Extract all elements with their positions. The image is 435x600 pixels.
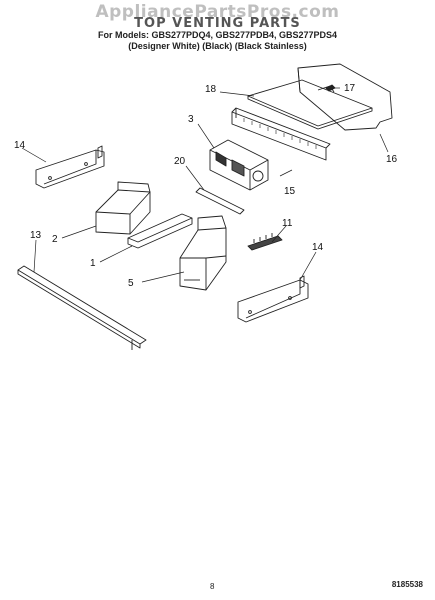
variants-line: (Designer White) (Black) (Black Stainles… <box>128 41 307 51</box>
callout-11: 11 <box>282 218 293 229</box>
page-number: 8 <box>210 582 215 591</box>
part-13-long-bar <box>17 265 147 350</box>
page-title: TOP VENTING PARTS <box>134 16 301 31</box>
watermark-text: AppliancePartsPros.com <box>95 2 340 22</box>
callout-18: 18 <box>205 84 217 95</box>
callout-14-right: 14 <box>312 242 324 253</box>
callout-16: 16 <box>386 154 398 165</box>
part-11-terminal-block <box>247 233 283 251</box>
part-2-duct <box>95 181 151 235</box>
callout-15: 15 <box>284 186 296 197</box>
part-3-fan-assembly <box>209 139 269 191</box>
model-list: For Models: GBS277PDQ4, GBS277PDB4, GBS2… <box>0 30 435 52</box>
part-14-right-bracket <box>237 275 309 323</box>
callout-17: 17 <box>344 83 356 94</box>
document-number: 8185538 <box>391 580 423 589</box>
callout-13: 13 <box>30 230 42 241</box>
callout-5: 5 <box>128 278 134 289</box>
callout-14-top: 14 <box>14 140 26 151</box>
part-14-left-bracket <box>35 145 105 189</box>
callout-20: 20 <box>174 156 186 167</box>
callout-3: 3 <box>188 114 194 125</box>
part-15-vent-rail <box>231 107 331 161</box>
part-18-panel <box>247 79 373 130</box>
callout-2: 2 <box>52 234 58 245</box>
part-5-housing <box>179 215 227 291</box>
leader-lines <box>21 87 389 283</box>
callout-1: 1 <box>90 258 96 269</box>
part-1-channel <box>127 213 193 249</box>
part-20-strip <box>195 187 245 215</box>
models-line: For Models: GBS277PDQ4, GBS277PDB4, GBS2… <box>97 30 338 40</box>
